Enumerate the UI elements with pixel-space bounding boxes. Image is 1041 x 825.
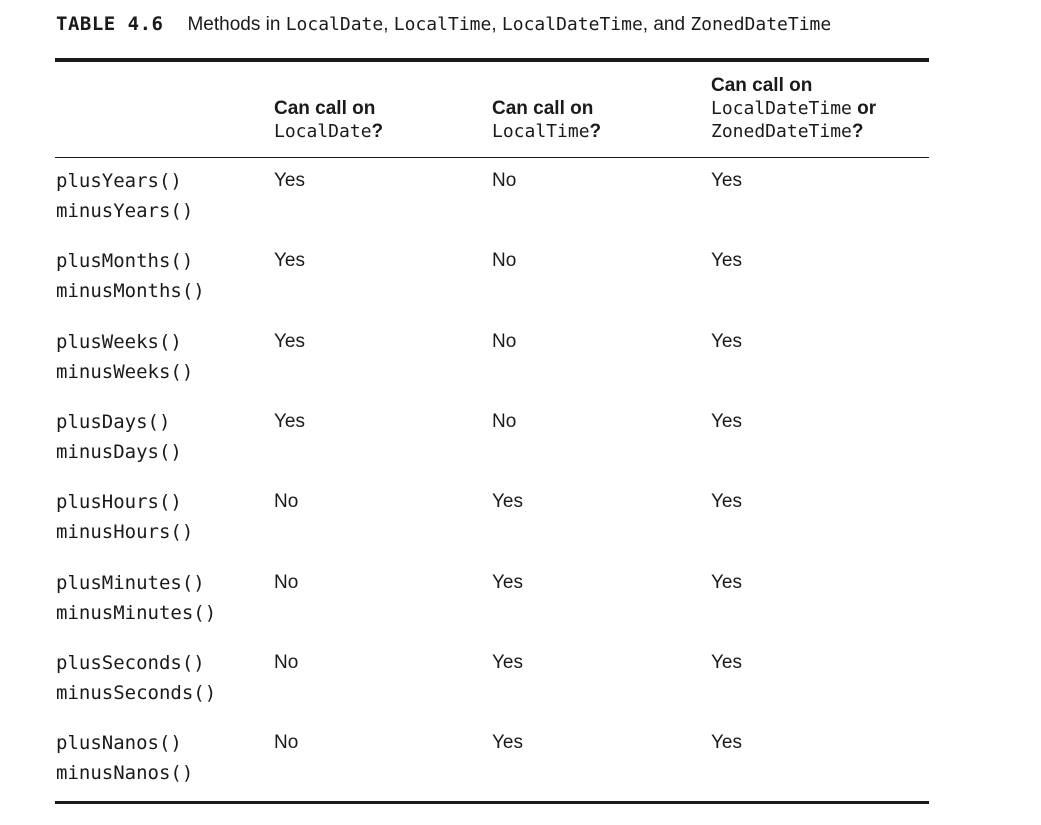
minus-method: minusYears() (56, 200, 194, 222)
column-header-line: Can call on (711, 75, 813, 96)
table-row: plusMinutes() minusMinutes() No Yes Yes (0, 568, 1041, 648)
cell-localtime: Yes (492, 732, 523, 753)
column-header-line: Can call on (274, 98, 376, 119)
column-header-code-line: LocalDateTime or (711, 97, 876, 120)
method-names: plusMinutes() minusMinutes() (56, 568, 216, 628)
column-header-suffix: ? (371, 121, 384, 142)
cell-localdate: No (274, 732, 299, 753)
cell-localtime: Yes (492, 652, 523, 673)
cell-datetime: Yes (711, 411, 742, 432)
column-header-code: ZonedDateTime (711, 121, 852, 142)
cell-datetime: Yes (711, 331, 742, 352)
plus-method: plusNanos() (56, 732, 182, 754)
table-number: TABLE 4.6 (56, 13, 164, 35)
header-separator-rule (55, 157, 929, 158)
minus-method: minusDays() (56, 441, 182, 463)
caption-text-part: Methods in (187, 14, 286, 35)
method-names: plusSeconds() minusSeconds() (56, 648, 216, 708)
method-names: plusMonths() minusMonths() (56, 246, 205, 306)
caption-text-part: , (383, 14, 394, 35)
column-header-code-line: LocalTime? (492, 120, 601, 143)
cell-datetime: Yes (711, 250, 742, 271)
plus-method: plusMinutes() (56, 572, 205, 594)
column-header-localtime: Can call on LocalTime? (492, 97, 601, 143)
plus-method: plusWeeks() (56, 331, 182, 353)
caption-code-localtime: LocalTime (393, 14, 492, 35)
caption-code-localdatetime: LocalDateTime (501, 14, 643, 35)
cell-localdate: No (274, 491, 299, 512)
column-header-datetime: Can call on LocalDateTime or ZonedDateTi… (711, 74, 876, 143)
column-header-localdate: Can call on LocalDate? (274, 97, 383, 143)
column-header-code: LocalTime (492, 121, 590, 142)
cell-datetime: Yes (711, 491, 742, 512)
caption-text: Methods in LocalDate, LocalTime, LocalDa… (187, 14, 831, 35)
method-names: plusHours() minusHours() (56, 487, 193, 547)
method-names: plusWeeks() minusWeeks() (56, 327, 193, 387)
column-header-or: or (851, 98, 877, 119)
plus-method: plusMonths() (56, 250, 194, 272)
plus-method: plusDays() (56, 411, 171, 433)
table-bottom-rule (55, 801, 929, 804)
cell-localdate: Yes (274, 331, 305, 352)
cell-localtime: Yes (492, 572, 523, 593)
cell-localdate: Yes (274, 250, 305, 271)
column-header-code: LocalDate (274, 121, 372, 142)
caption-text-part: , (491, 14, 502, 35)
table-row: plusDays() minusDays() Yes No Yes (0, 407, 1041, 487)
column-header-suffix: ? (589, 121, 602, 142)
column-header-code-line: LocalDate? (274, 120, 383, 143)
cell-localtime: Yes (492, 491, 523, 512)
cell-localtime: No (492, 170, 517, 191)
column-header-code: LocalDateTime (711, 98, 852, 119)
table-row: plusSeconds() minusSeconds() No Yes Yes (0, 648, 1041, 728)
table-row: plusMonths() minusMonths() Yes No Yes (0, 246, 1041, 326)
table-row: plusYears() minusYears() Yes No Yes (0, 166, 1041, 246)
table-row: plusWeeks() minusWeeks() Yes No Yes (0, 327, 1041, 407)
plus-method: plusYears() (56, 170, 182, 192)
method-names: plusYears() minusYears() (56, 166, 193, 226)
table-row: plusHours() minusHours() No Yes Yes (0, 487, 1041, 567)
table-top-rule (55, 58, 929, 62)
cell-localdate: Yes (274, 170, 305, 191)
caption-code-localdate: LocalDate (285, 14, 384, 35)
plus-method: plusHours() (56, 491, 182, 513)
minus-method: minusNanos() (56, 762, 194, 784)
cell-localdate: No (274, 572, 299, 593)
column-header-suffix: ? (851, 121, 864, 142)
minus-method: minusWeeks() (56, 361, 194, 383)
cell-localtime: No (492, 331, 517, 352)
method-names: plusNanos() minusNanos() (56, 728, 193, 788)
cell-datetime: Yes (711, 652, 742, 673)
caption-text-part: , and (642, 14, 691, 35)
table-row: plusNanos() minusNanos() No Yes Yes (0, 728, 1041, 808)
minus-method: minusMinutes() (56, 602, 217, 624)
column-header-code-line: ZonedDateTime? (711, 120, 876, 143)
plus-method: plusSeconds() (56, 652, 205, 674)
minus-method: minusSeconds() (56, 682, 217, 704)
cell-localdate: Yes (274, 411, 305, 432)
cell-datetime: Yes (711, 572, 742, 593)
method-names: plusDays() minusDays() (56, 407, 182, 467)
cell-localdate: No (274, 652, 299, 673)
table-caption: TABLE 4.6 Methods in LocalDate, LocalTime… (56, 12, 831, 37)
caption-code-zoneddatetime: ZonedDateTime (690, 14, 832, 35)
cell-localtime: No (492, 411, 517, 432)
minus-method: minusMonths() (56, 280, 205, 302)
cell-localtime: No (492, 250, 517, 271)
cell-datetime: Yes (711, 170, 742, 191)
column-header-line: Can call on (492, 98, 594, 119)
minus-method: minusHours() (56, 521, 194, 543)
cell-datetime: Yes (711, 732, 742, 753)
